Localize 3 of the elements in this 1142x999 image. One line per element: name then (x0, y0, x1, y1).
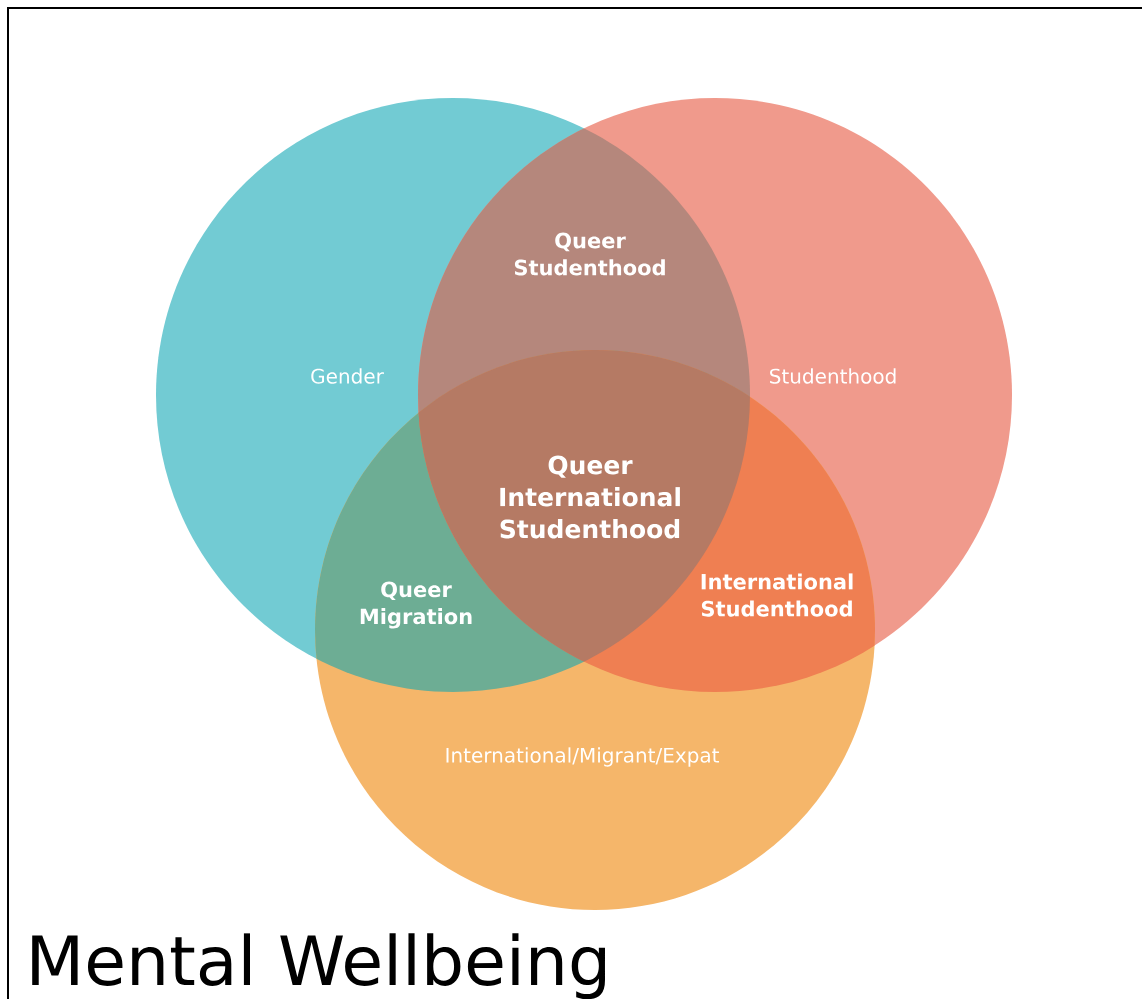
title: Mental Wellbeing (32, 933, 605, 999)
region-label: Queer International Studenthood (500, 455, 680, 539)
region-label: Queer Studenthood (514, 232, 665, 276)
